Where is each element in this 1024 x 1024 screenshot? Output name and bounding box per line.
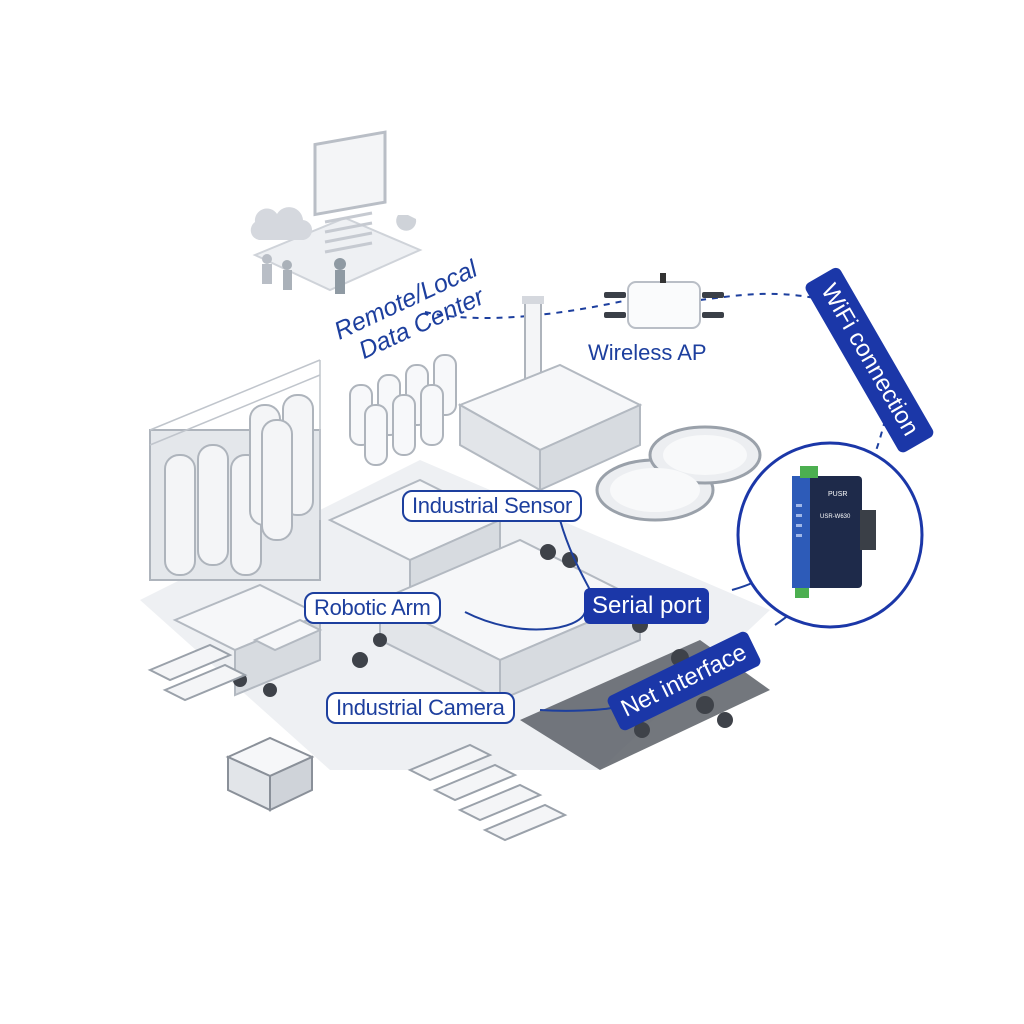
industrial-sensor-label: Industrial Sensor <box>402 490 582 522</box>
factory-complex <box>140 296 770 842</box>
serial-server-device: PUSR USR-W630 <box>792 466 876 598</box>
serial-server-callout: PUSR USR-W630 <box>736 441 924 629</box>
serial-port-tag: Serial port <box>584 588 710 624</box>
industrial-camera-label: Industrial Camera <box>326 692 515 724</box>
dashed-link-datacenter-ap <box>424 299 629 319</box>
wireless-ap-label: Wireless AP <box>588 340 707 365</box>
wireless-ap-device <box>604 273 724 329</box>
device-model: USR-W630 <box>820 514 851 520</box>
robotic-arm-label: Robotic Arm <box>304 592 441 624</box>
device-brand: PUSR <box>828 491 847 498</box>
data-center-illustration <box>250 130 423 294</box>
